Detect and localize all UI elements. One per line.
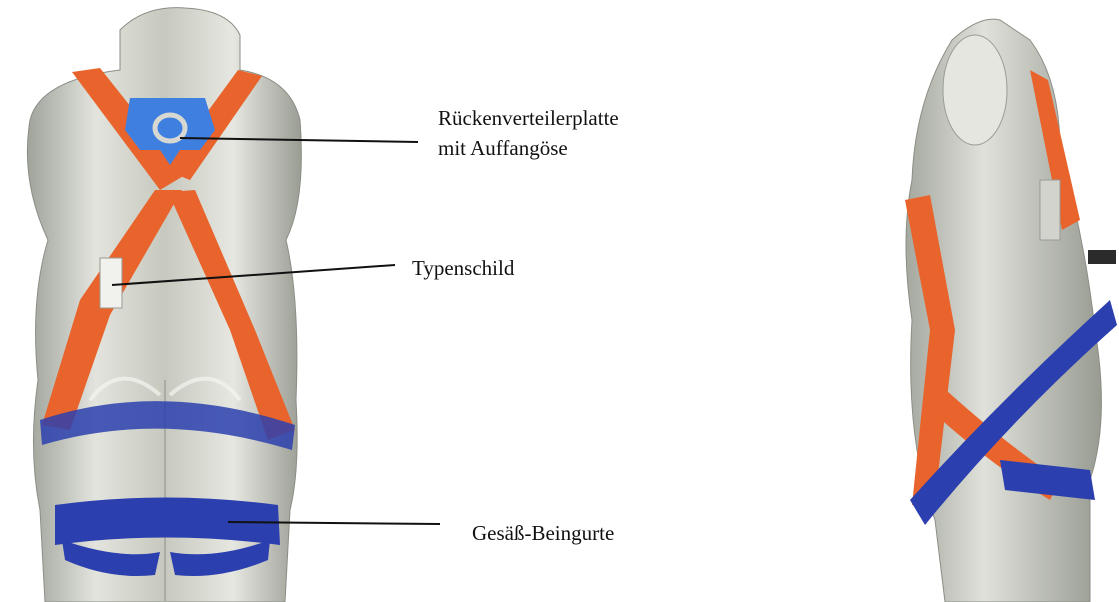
label-back-plate: Rückenverteilerplatte mit Auffangöse <box>438 103 619 163</box>
type-plate-tag <box>100 258 122 308</box>
label-back-plate-line2: mit Auffangöse <box>438 133 619 163</box>
label-type-plate: Typenschild <box>412 253 514 283</box>
mannequin-side-view <box>905 19 1117 602</box>
label-leg-straps: Gesäß-Beingurte <box>472 518 614 548</box>
label-back-plate-line1: Rückenverteilerplatte <box>438 103 619 133</box>
